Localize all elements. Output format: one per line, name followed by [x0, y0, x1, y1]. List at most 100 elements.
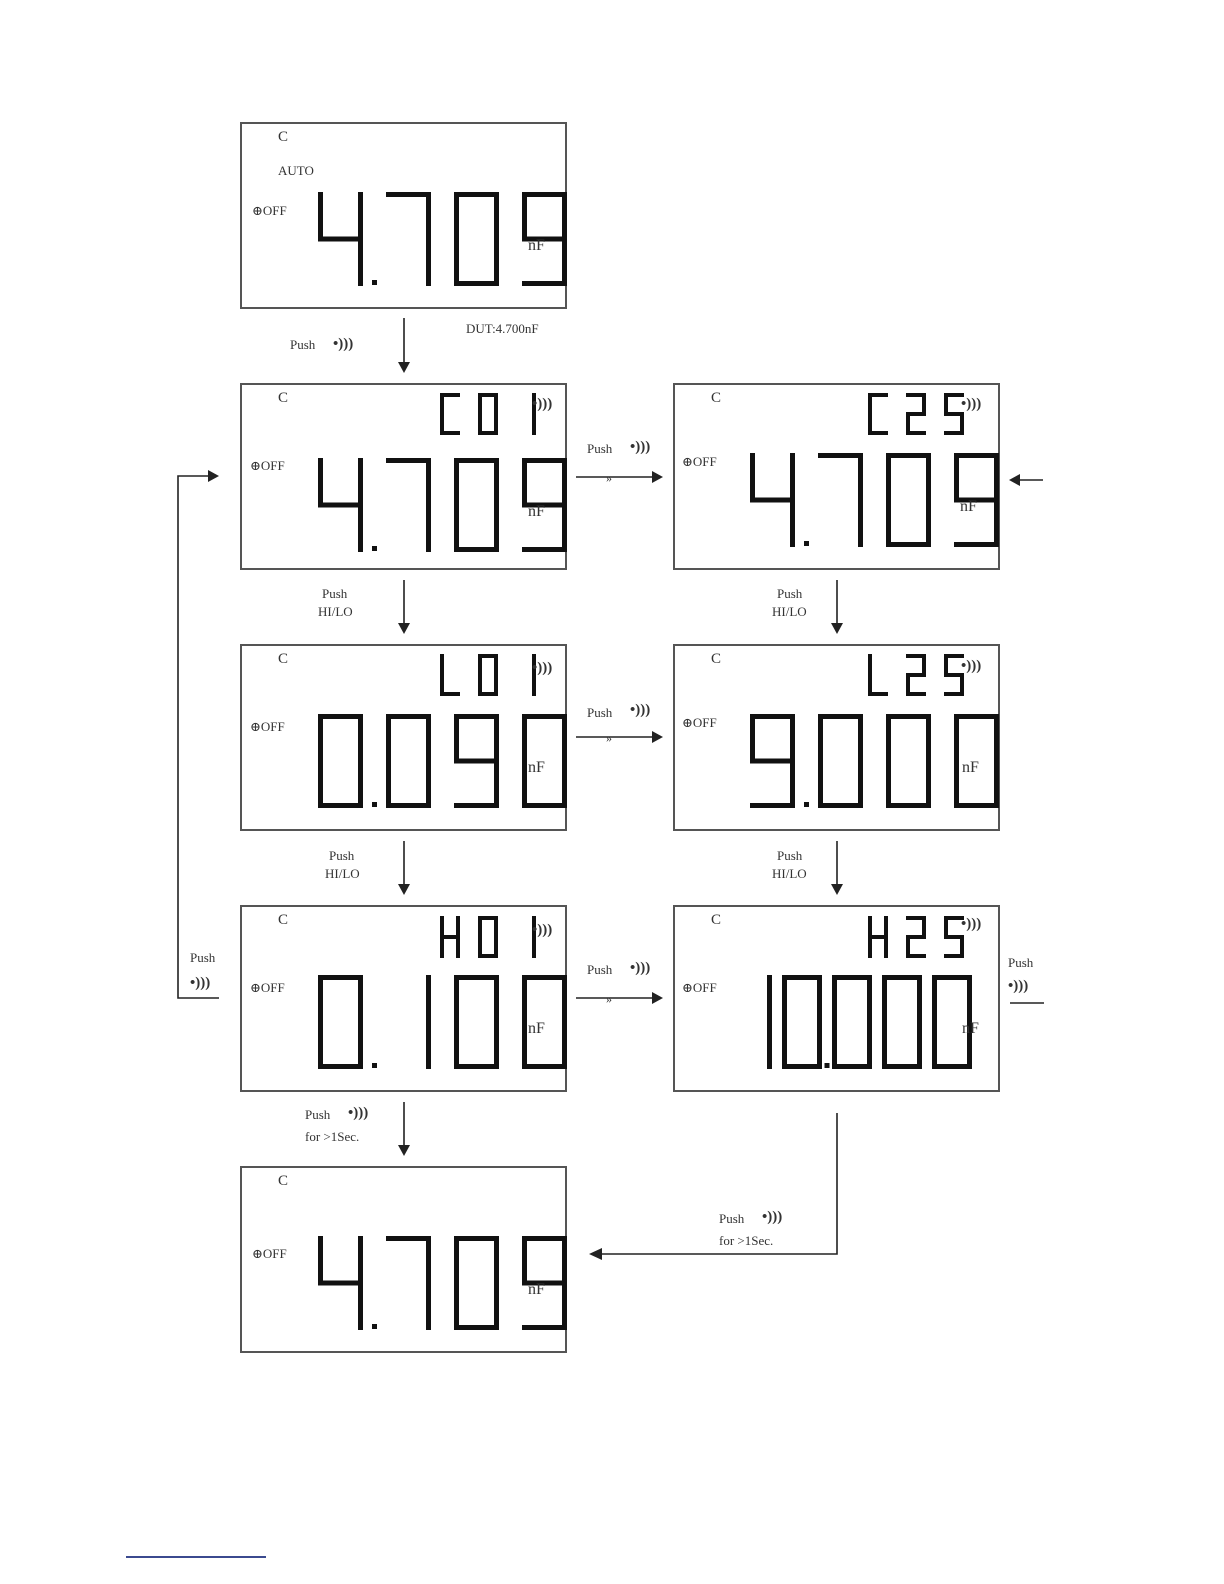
segment: [886, 761, 891, 808]
segment: [960, 414, 964, 435]
segment: [494, 393, 498, 414]
segment: [522, 458, 567, 463]
segment: [522, 192, 527, 239]
lcd-screen-s4: C •))) ⊕OFF nF: [241, 645, 567, 830]
segment: [782, 975, 787, 1022]
segment: [494, 239, 499, 286]
segment: [318, 714, 323, 761]
push-label: Push: [777, 848, 803, 863]
segment: [440, 414, 444, 435]
segment: [562, 975, 567, 1022]
segment: [454, 547, 499, 552]
segment: [454, 1236, 499, 1241]
arrow-s6-to-s7: »: [576, 992, 663, 1006]
segment: [790, 714, 795, 761]
segment: [318, 503, 363, 508]
segment: [767, 975, 772, 1022]
segment: [454, 714, 459, 761]
segment: [832, 1022, 837, 1069]
hilo-label: HI/LO: [318, 604, 353, 619]
segment: [868, 937, 872, 958]
segment: [884, 937, 888, 958]
segment: [494, 761, 499, 808]
segment: [954, 542, 999, 547]
auto-off-label: ⊕OFF: [682, 980, 717, 995]
segment: [750, 453, 755, 500]
segment: [494, 937, 498, 958]
segment: [954, 714, 959, 761]
segment: [562, 1022, 567, 1069]
segment: [494, 654, 498, 675]
beep-icon: •))): [348, 1105, 368, 1121]
segment: [454, 505, 459, 552]
arrow-s6-to-s8: [398, 1102, 410, 1156]
segment: [790, 761, 795, 808]
segment: [478, 916, 482, 937]
segment: [954, 453, 999, 458]
decimal-point: [825, 1063, 830, 1068]
segment: [440, 654, 444, 675]
arrow-s6-loop-to-s2: [178, 470, 219, 998]
segment: [426, 505, 431, 552]
segment: [932, 975, 972, 980]
segment: [858, 453, 863, 500]
push-label: Push: [587, 705, 613, 720]
beep-icon: •))): [961, 916, 981, 932]
segment: [318, 192, 323, 239]
segment: [456, 937, 460, 958]
auto-off-label: ⊕OFF: [682, 715, 717, 730]
segment: [358, 1236, 363, 1283]
segment: [454, 1022, 459, 1069]
segment: [767, 1022, 772, 1069]
decimal-point: [804, 541, 809, 546]
segment: [386, 761, 391, 808]
segment: [882, 1022, 887, 1069]
segment: [454, 281, 499, 286]
segment: [454, 1236, 459, 1283]
push-label: Push: [587, 962, 613, 977]
beep-icon: •))): [190, 975, 210, 991]
segment: [358, 761, 363, 808]
segment: [522, 458, 527, 505]
segment: [454, 1283, 459, 1330]
segment: [478, 414, 482, 435]
beep-icon: •))): [532, 396, 552, 412]
segment: [522, 975, 527, 1022]
segment: [818, 714, 863, 719]
mode-label: C: [711, 912, 721, 928]
unit-label: nF: [528, 237, 545, 254]
segment: [478, 654, 482, 675]
segment: [782, 1064, 822, 1069]
beep-icon: •))): [630, 439, 650, 455]
unit-label: nF: [528, 759, 545, 776]
segment: [426, 1022, 431, 1069]
segment: [882, 1064, 922, 1069]
segment: [832, 1064, 872, 1069]
segment: [494, 1022, 499, 1069]
dut-label: DUT:4.700nF: [466, 321, 539, 336]
segment: [522, 1022, 527, 1069]
mode-label: C: [711, 651, 721, 667]
segment: [818, 761, 823, 808]
segment: [954, 803, 999, 808]
segment: [426, 714, 431, 761]
segment: [522, 547, 567, 552]
segment: [358, 239, 363, 286]
footer-divider: [126, 1556, 266, 1558]
push-label: Push: [329, 848, 355, 863]
segment: [867, 975, 872, 1022]
segment: [932, 1022, 937, 1069]
unit-label: nF: [962, 759, 979, 776]
beep-icon: •))): [333, 336, 353, 352]
segment: [386, 1236, 431, 1241]
segment: [886, 453, 891, 500]
segment: [858, 714, 863, 761]
unit-label: nF: [528, 503, 545, 520]
segment: [318, 458, 323, 505]
segment: [926, 761, 931, 808]
decimal-point: [372, 280, 377, 285]
lcd-screen-s2: C •))) ⊕OFF nF: [241, 384, 567, 569]
arrow-loop-into-s3: [1009, 474, 1043, 486]
segment: [922, 916, 926, 937]
segment: [917, 1022, 922, 1069]
